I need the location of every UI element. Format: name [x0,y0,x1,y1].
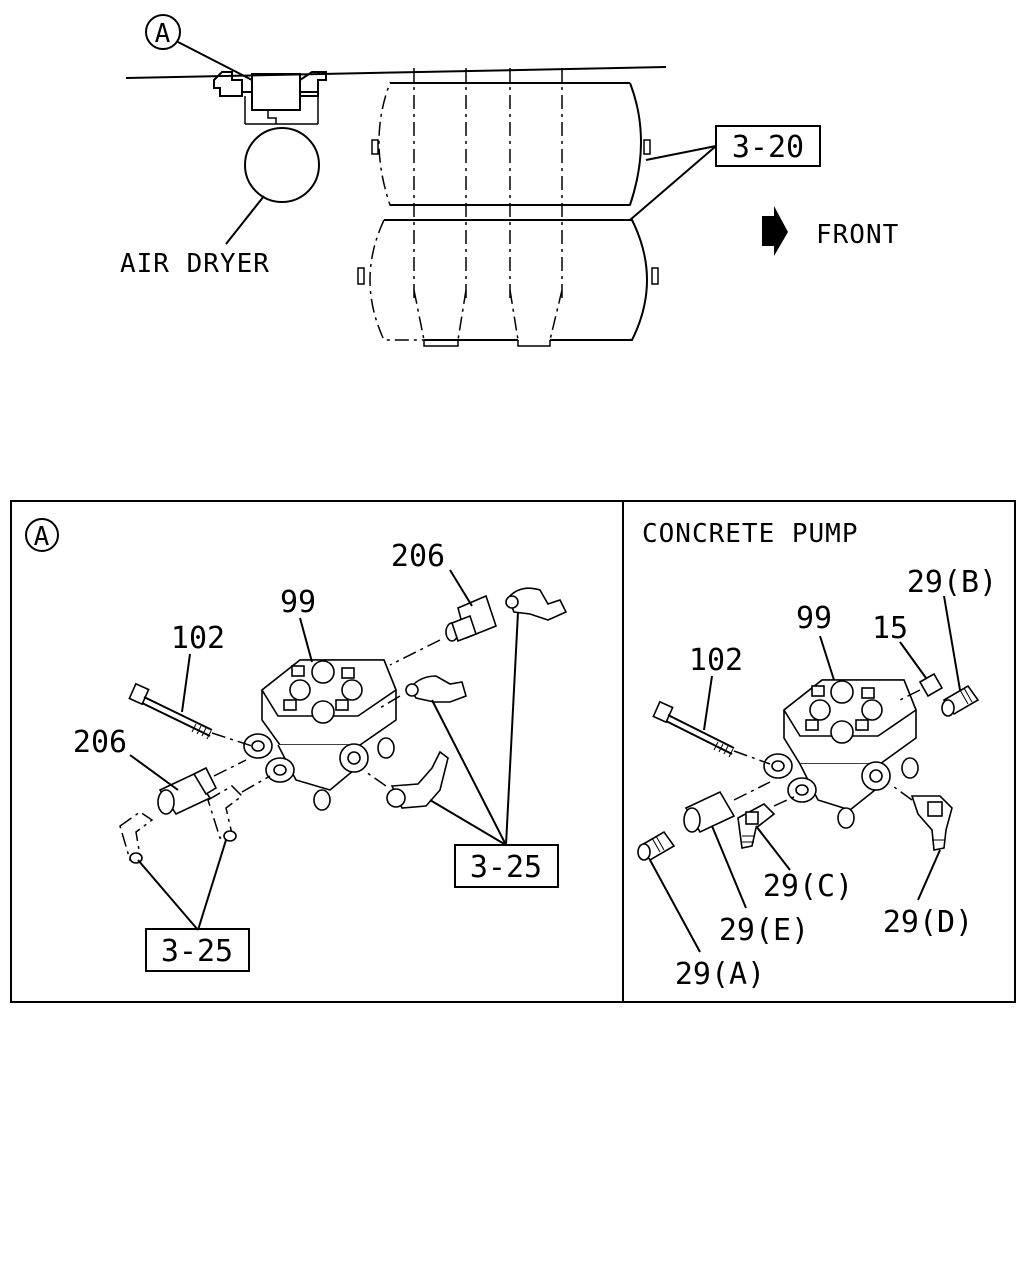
cp-protection-valve-99 [763,679,919,829]
protection-valve-bracket [213,71,327,125]
cp-leader-29b [943,595,961,691]
detail-a-callout-circle [25,518,59,552]
detail-outer-border [10,500,1016,1003]
ref-325-right-label: 3-25 [470,850,542,885]
leader-206-left [129,754,179,791]
leader-325-right-a [505,611,519,846]
cp-label-29c: 29(C) [763,869,853,904]
detail-concrete-pump: CONCRETE PUMP [637,519,997,992]
cp-label-29b: 29(B) [907,565,997,600]
tank-ref-label: 3-20 [732,130,804,165]
leader-102 [181,653,191,713]
protection-valve-99 [243,659,397,811]
callout-a-letter: A [155,19,172,49]
leader-325-bottom-a [137,859,199,931]
cp-fitting-29e [683,781,771,834]
air-dryer-label: AIR DRYER [120,249,270,279]
air-dryer-leader [225,195,265,245]
label-206-left: 206 [73,725,127,760]
cp-label-15: 15 [872,611,908,646]
detail-a-callout-letter: A [34,522,51,552]
ref-325-bottom-label: 3-25 [161,934,233,969]
cp-elbow-29d [889,783,953,851]
fitting-206-top [389,594,497,666]
cp-bolt-102 [652,700,771,765]
tank-reference: 3-20 [629,125,821,221]
cp-label-29e: 29(E) [719,913,809,948]
cp-leader-102 [703,675,713,731]
cp-label-99: 99 [796,601,832,636]
callout-a-circle [145,14,181,50]
front-arrow-icon [762,206,788,256]
leader-325-bottom-b [197,839,227,931]
cp-leader-15 [899,641,927,679]
elbow-mid-right [379,675,467,709]
detail-frame [10,500,1016,1003]
label-102: 102 [171,621,225,656]
cp-leader-29e [711,825,747,909]
cp-leader-99 [819,635,835,681]
leader-325-right-c [429,799,507,846]
cp-leader-29d [917,849,941,901]
cp-label-29d: 29(D) [883,905,973,940]
leader-325-right-b [431,699,507,846]
elbow-bottom-right [365,750,449,809]
frame-rail-line [125,66,667,79]
air-dryer-circle [244,127,320,203]
cp-label-29a: 29(A) [675,957,765,992]
cp-plug-15 [899,672,944,701]
ref-325-bottom: 3-25 [145,928,250,972]
callout-a-leader [177,41,253,81]
bolt-102 [128,682,253,747]
air-tank-lower [357,219,659,347]
front-indicator: FRONT [762,206,899,256]
elbow-top-right [505,587,568,621]
cp-fitting-29b [941,684,980,717]
concrete-pump-title: CONCRETE PUMP [642,519,859,549]
cp-label-102: 102 [689,643,743,678]
top-view: A AIR DRYER [120,14,899,347]
cp-fitting-29a [637,830,676,862]
elbow-bottom-left-1 [119,811,154,864]
ref-325-right: 3-25 [454,844,559,888]
cp-leader-29c [755,825,791,871]
front-label: FRONT [816,220,899,250]
detail-a: A [25,518,568,972]
leader-99 [299,617,313,663]
callout-a-top: A [145,14,253,81]
label-206-top: 206 [391,539,445,574]
cp-leader-29a [649,859,701,953]
fitting-206-left [157,759,247,816]
leader-206-top [449,569,473,607]
air-tank-upper [371,68,651,300]
elbow-bottom-left-2 [207,775,271,842]
label-99: 99 [280,585,316,620]
